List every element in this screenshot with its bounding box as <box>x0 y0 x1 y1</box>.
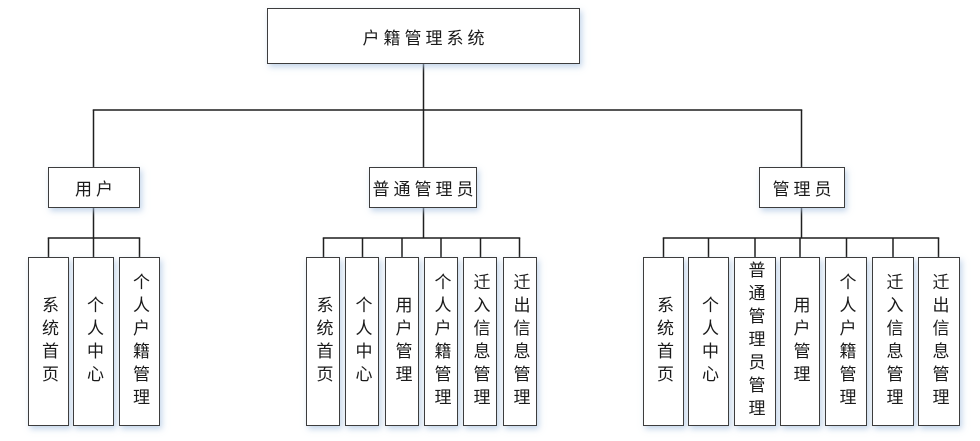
leaf-label: 个人中心 <box>352 295 372 388</box>
leaf-label: 迁入信息管理 <box>883 272 903 411</box>
leaf-label: 用户管理 <box>790 295 810 388</box>
leaf-admin-personal-household-mgmt: 个人户籍管理 <box>825 257 867 426</box>
leaf-admin-moveout-info-mgmt: 迁出信息管理 <box>918 257 960 426</box>
node-group-ordinary-admin: 普通管理员 <box>369 167 477 208</box>
leaf-label: 个人中心 <box>84 295 103 388</box>
leaf-admin-system-home: 系统首页 <box>643 257 684 426</box>
node-root-label: 户籍管理系统 <box>362 28 489 48</box>
leaf-padmin-personal-center: 个人中心 <box>345 257 379 426</box>
leaf-padmin-moveout-info-mgmt: 迁出信息管理 <box>503 257 537 426</box>
leaf-padmin-user-mgmt: 用户管理 <box>385 257 419 426</box>
leaf-label: 个人户籍管理 <box>431 272 451 411</box>
leaf-padmin-system-home: 系统首页 <box>306 257 340 426</box>
leaf-label: 个人户籍管理 <box>836 272 856 411</box>
node-group-admin-label: 管理员 <box>772 180 836 199</box>
leaf-label: 迁入信息管理 <box>470 272 490 411</box>
leaf-label: 系统首页 <box>39 295 58 388</box>
leaf-padmin-movein-info-mgmt: 迁入信息管理 <box>463 257 497 426</box>
leaf-user-personal-center: 个人中心 <box>73 257 114 426</box>
node-group-user: 用户 <box>48 167 140 208</box>
node-group-admin: 管理员 <box>759 167 845 208</box>
leaf-label: 个人中心 <box>699 295 718 388</box>
leaf-admin-personal-center: 个人中心 <box>688 257 729 426</box>
leaf-label: 系统首页 <box>654 295 673 388</box>
leaf-padmin-personal-household-mgmt: 个人户籍管理 <box>424 257 458 426</box>
node-group-ordinary-admin-label: 普通管理员 <box>372 180 478 199</box>
leaf-label: 用户管理 <box>392 295 412 388</box>
leaf-label: 个人户籍管理 <box>130 272 149 411</box>
leaf-label: 普通管理员管理 <box>745 261 765 422</box>
node-group-user-label: 用户 <box>75 180 117 199</box>
leaf-label: 迁出信息管理 <box>929 272 949 411</box>
leaf-label: 迁出信息管理 <box>510 272 530 411</box>
leaf-admin-movein-info-mgmt: 迁入信息管理 <box>872 257 914 426</box>
leaf-admin-user-mgmt: 用户管理 <box>780 257 820 426</box>
leaf-label: 系统首页 <box>313 295 333 388</box>
leaf-admin-ordinary-admin-mgmt: 普通管理员管理 <box>734 257 776 426</box>
leaf-user-system-home: 系统首页 <box>28 257 69 426</box>
leaf-user-personal-household-mgmt: 个人户籍管理 <box>119 257 160 426</box>
node-root: 户籍管理系统 <box>267 8 580 64</box>
